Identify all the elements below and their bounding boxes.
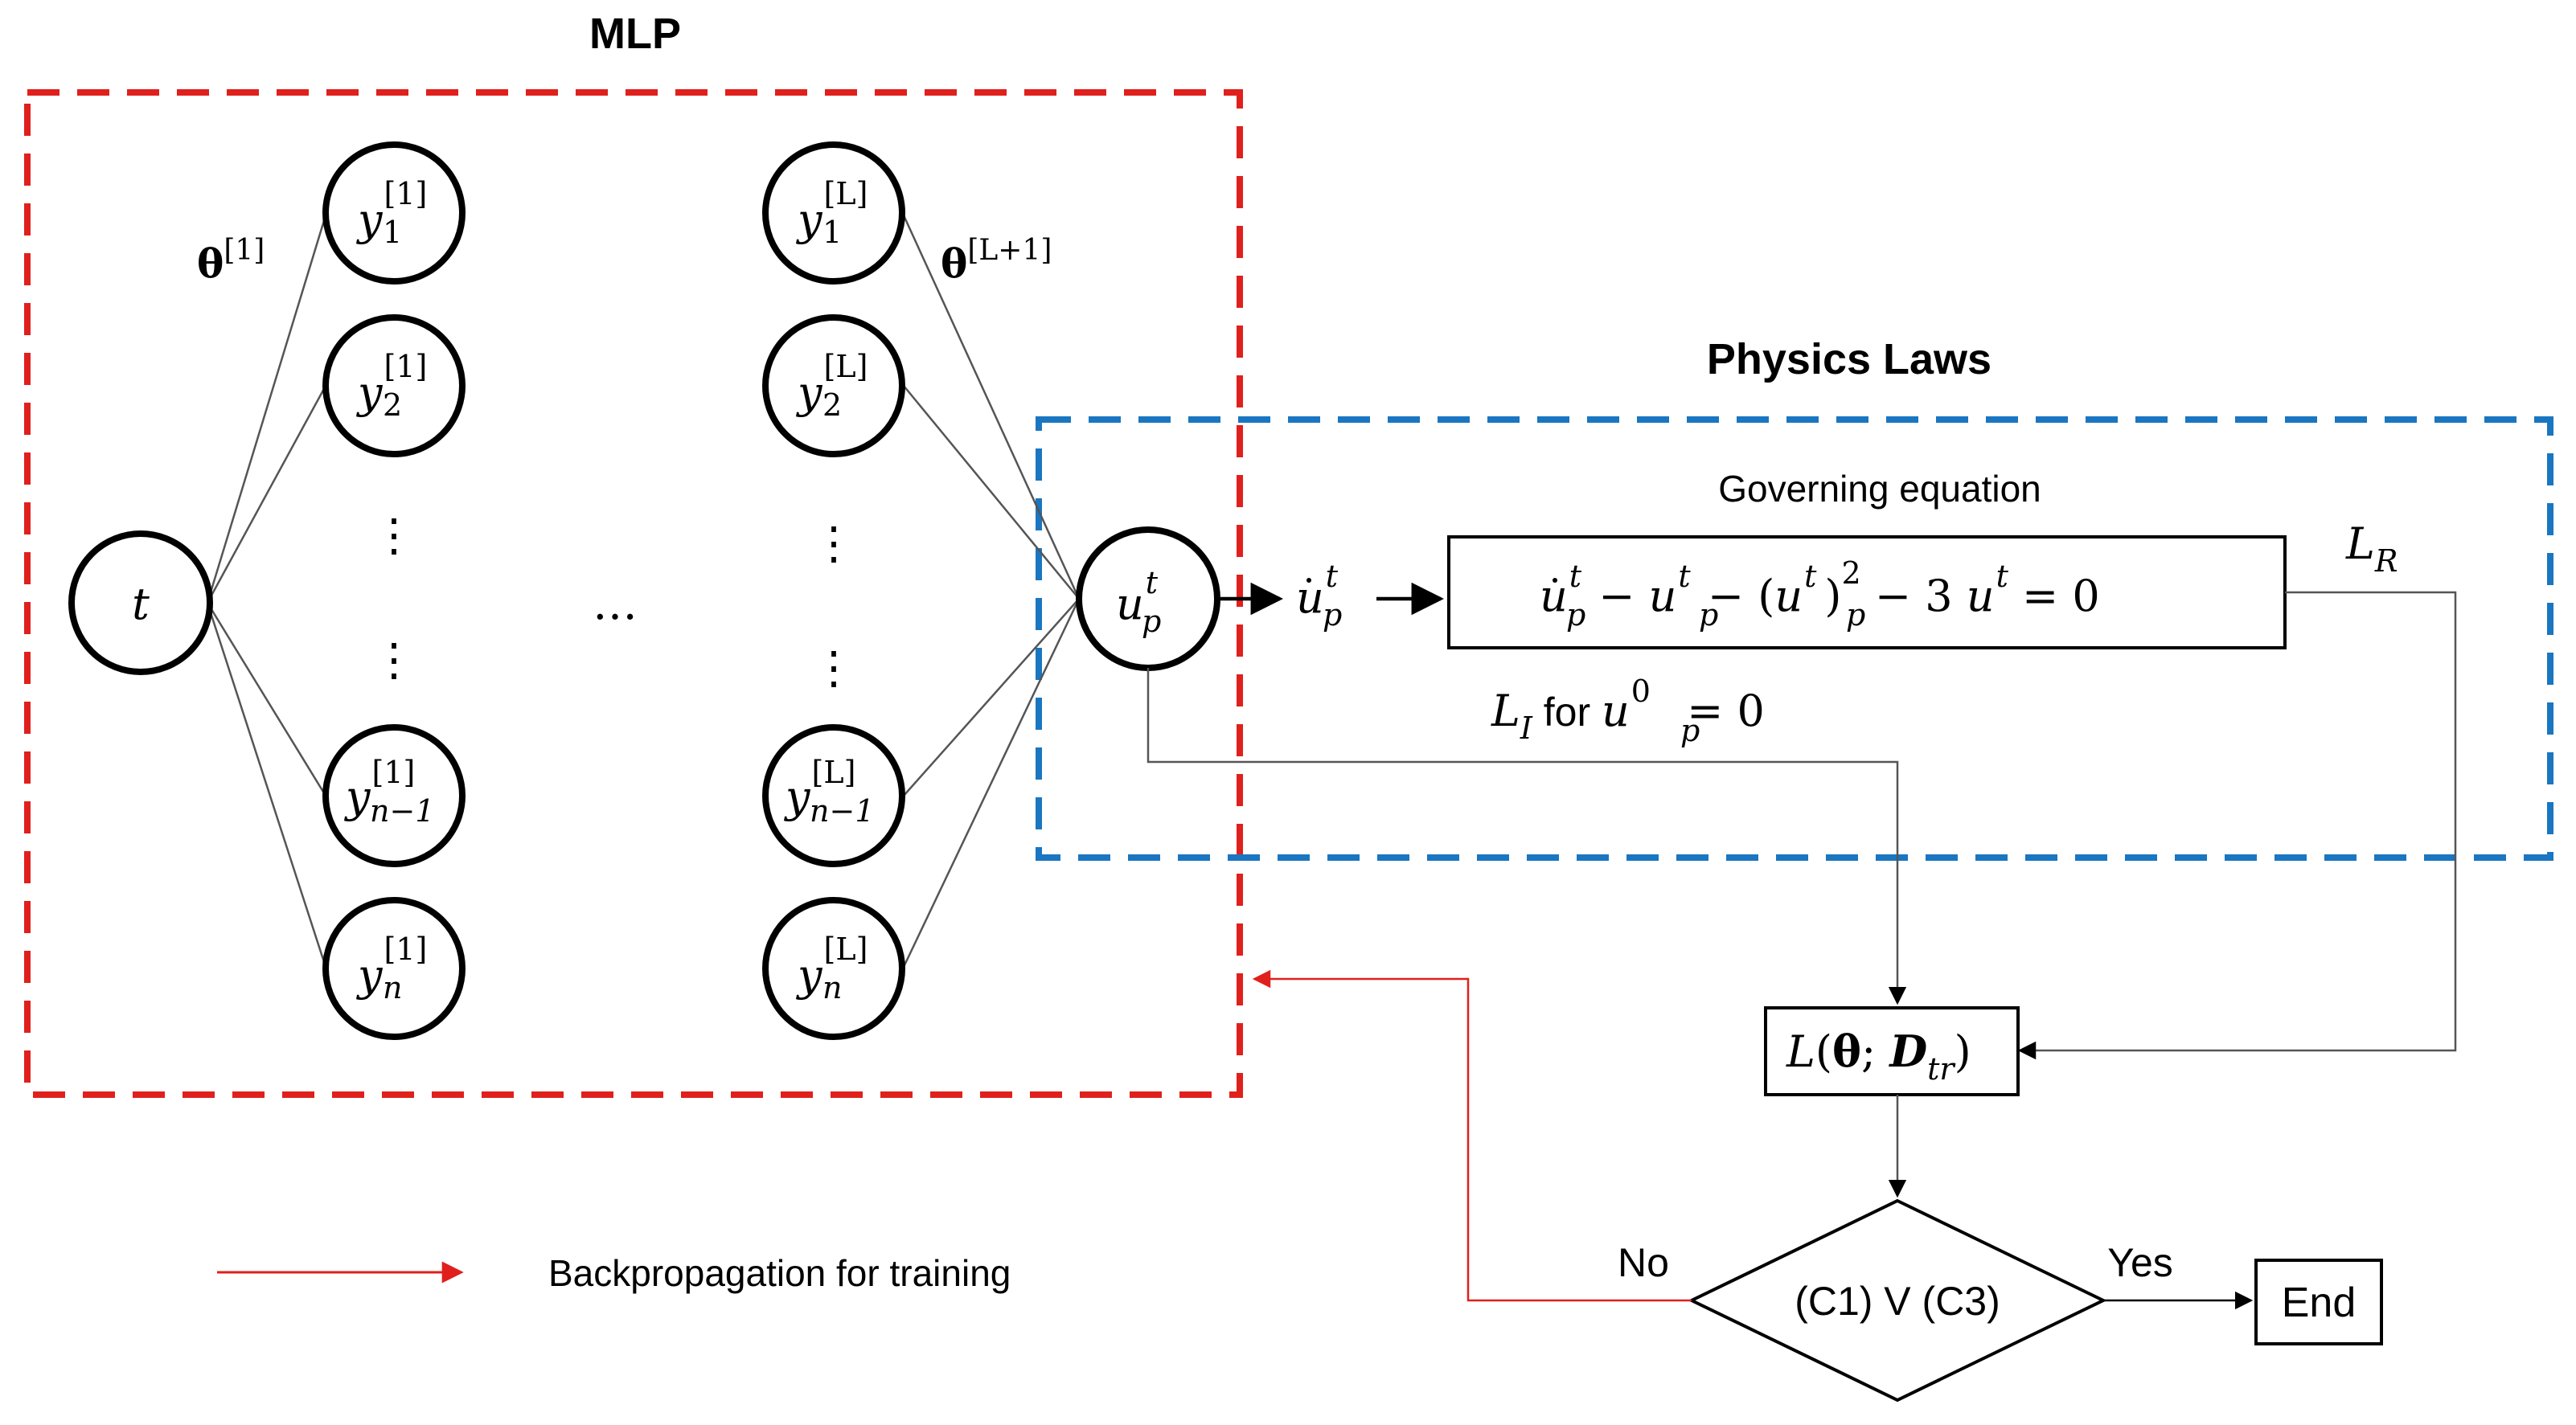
svg-text:y[L]: y[L]: [796, 176, 868, 245]
svg-text:p: p: [1142, 604, 1161, 639]
svg-text:p: p: [1323, 597, 1342, 633]
svg-text:y[1]: y[1]: [356, 932, 427, 1001]
svg-text:y[L]: y[L]: [796, 349, 868, 418]
end-box: End: [2254, 1259, 2383, 1345]
governing-equation-box: ut − ut − (ut)2 − 3 ut = 0 p p p: [1447, 535, 2287, 649]
svg-text:n−1: n−1: [810, 793, 875, 829]
svg-text:n: n: [383, 970, 402, 1005]
derivative-label: ut p: [1296, 559, 1342, 633]
vertical-dots-layerl-upper: ⋮: [811, 518, 856, 570]
residual-loss-connector: [2017, 591, 2457, 1060]
svg-text:1: 1: [383, 215, 402, 250]
svg-text:p: p: [1846, 597, 1865, 633]
stopping-criteria-decision: (C1) V (C3): [1688, 1198, 2107, 1402]
svg-text:y[1]: y[1]: [344, 755, 415, 822]
total-loss-box: L(θ; Dtr): [1764, 1006, 2020, 1096]
svg-text:n−1: n−1: [370, 793, 435, 829]
governing-equation: ut − ut − (ut)2 − 3 ut = 0: [1540, 555, 2100, 621]
node-yn-1-layer1: y[1] n−1: [322, 724, 466, 867]
legend-backprop-label: Backpropagation for training: [548, 1252, 1011, 1294]
svg-text:2: 2: [383, 387, 402, 423]
svg-text:p: p: [1566, 597, 1585, 633]
mlp-title: MLP: [589, 10, 681, 58]
svg-text:LI for u0 = 0: LI for u0 = 0: [1491, 674, 1765, 746]
svg-text:y[1]: y[1]: [356, 349, 427, 418]
node-yn-layerl: y[L] n: [762, 897, 905, 1040]
node-yn-1-layerl: y[L] n−1: [762, 724, 905, 867]
node-y1-layer1: y[1] 1: [322, 141, 466, 285]
output-connections: [902, 215, 1081, 968]
node-y2-layer1: y[1] 2: [322, 314, 466, 457]
svg-text:L(θ; Dtr): L(θ; Dtr): [1786, 1026, 1971, 1087]
svg-text:n: n: [822, 970, 842, 1005]
initial-loss-connector: [1146, 668, 1907, 1005]
input-connections: [206, 215, 327, 968]
svg-text:ut: ut: [1116, 565, 1159, 629]
legend: Backpropagation for training: [217, 1252, 1011, 1294]
theta-1-label: θ[1]: [197, 234, 265, 287]
node-yn-layer1: y[1] n: [322, 897, 466, 1040]
backpropagation-path: [1252, 969, 1692, 1302]
svg-text:End: End: [2282, 1280, 2357, 1326]
svg-text:y[L]: y[L]: [796, 932, 868, 1001]
vertical-dots-layerl-lower: ⋮: [811, 642, 856, 694]
theta-l-plus-1-label: θ[L+1]: [941, 234, 1052, 287]
residual-loss-label: LR: [2345, 518, 2398, 579]
svg-text:y[L]: y[L]: [784, 755, 855, 822]
svg-text:ut: ut: [1296, 559, 1339, 623]
svg-text:(C1) V (C3): (C1) V (C3): [1795, 1279, 2000, 1324]
svg-text:y[1]: y[1]: [356, 176, 427, 245]
node-y2-layerl: y[L] 2: [762, 314, 905, 457]
hidden-layer-l: y[L] 1 y[L] 2 y[L] n−1 y[L] n: [762, 141, 905, 1040]
input-node-t: t: [68, 530, 213, 675]
svg-text:p: p: [1699, 597, 1718, 633]
vertical-dots-layer1-lower: ⋮: [371, 634, 416, 686]
horizontal-dots: …: [593, 578, 638, 630]
vertical-dots-layer1-upper: ⋮: [371, 510, 416, 562]
svg-text:1: 1: [822, 215, 842, 250]
output-node-up: ut p: [1076, 526, 1220, 671]
svg-text:p: p: [1680, 713, 1700, 748]
mlp-region: [24, 89, 1243, 1098]
no-label: No: [1618, 1240, 1669, 1285]
physics-laws-title: Physics Laws: [1707, 335, 1991, 383]
svg-text:t: t: [132, 579, 150, 629]
node-y1-layerl: y[L] 1: [762, 141, 905, 285]
hidden-layer-1: y[1] 1 y[1] 2 y[1] n−1 y[1] n: [322, 141, 466, 1040]
yes-label: Yes: [2107, 1240, 2173, 1285]
governing-equation-title: Governing equation: [1718, 468, 2041, 510]
initial-loss-label: LI for u0 = 0 p: [1491, 674, 1765, 748]
svg-text:2: 2: [822, 387, 842, 423]
physics-laws-region: [1036, 416, 2553, 861]
